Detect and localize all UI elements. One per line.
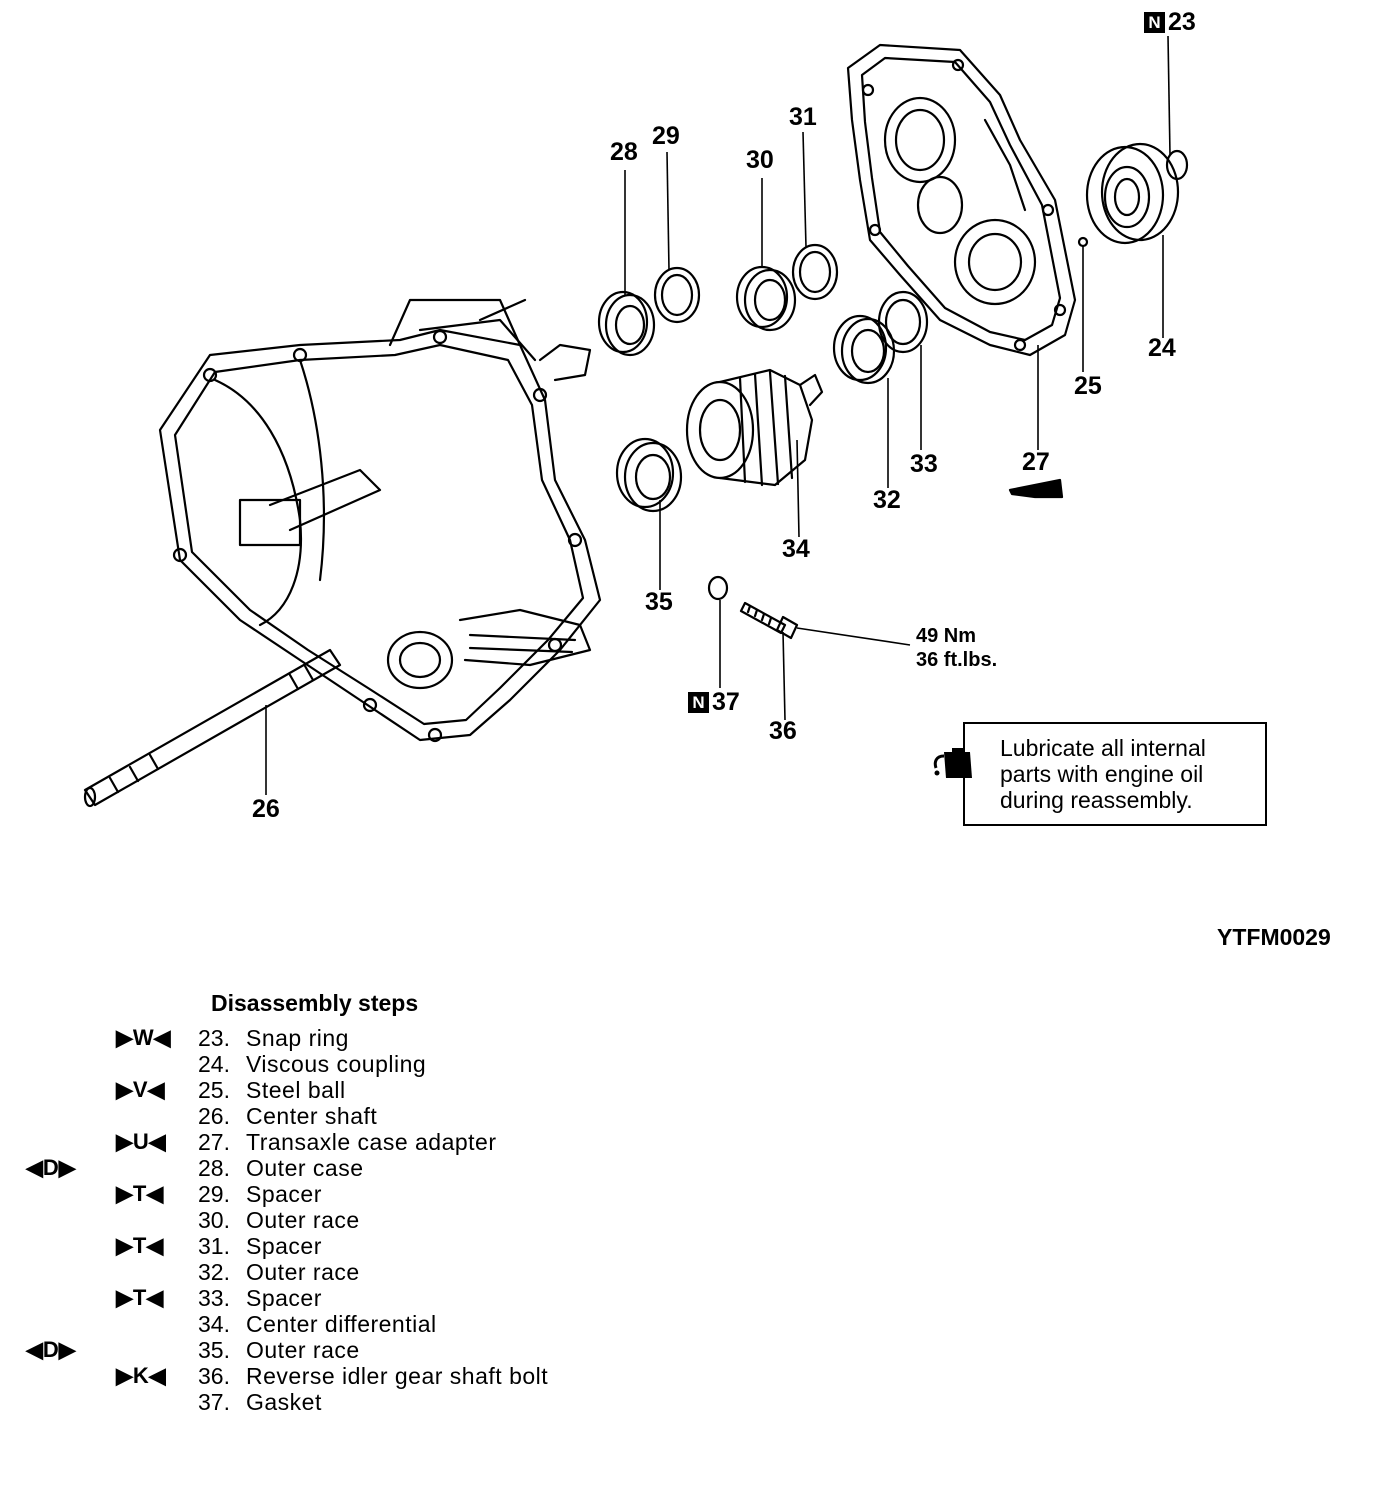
torque-spec: 49 Nm 36 ft.lbs. [916,624,997,672]
new-part-badge: N [688,692,709,713]
step-item: 26. Center shaft [0,1103,700,1129]
new-part-badge: N [1144,12,1165,33]
callout-26: 26 [252,795,280,823]
step-item: ◀D▶ 28. Outer case [0,1155,700,1181]
center-differential-drawing [685,368,824,487]
step-number: 31. [198,1233,230,1259]
step-marker-right: ▶K◀ [116,1363,166,1388]
exploded-view-diagram [83,35,1189,808]
sealant-tube-icon [1008,478,1064,499]
viscous-coupling-drawing [1085,142,1180,245]
center-shaft-drawing [83,648,342,808]
step-name: Viscous coupling [246,1051,427,1077]
outer-case-drawing [597,290,656,357]
step-marker-left: ◀D▶ [26,1337,76,1362]
lubrication-note-text: Lubricate all internal parts with engine… [1000,735,1206,813]
step-name: Center differential [246,1311,437,1337]
callout-30: 30 [746,146,774,174]
step-name: Transaxle case adapter [246,1129,497,1155]
step-item: ▶K◀ 36. Reverse idler gear shaft bolt [0,1363,700,1389]
step-number: 24. [198,1051,230,1077]
step-name: Gasket [246,1389,322,1415]
step-marker-right: ▶T◀ [116,1285,164,1310]
step-item: ▶U◀ 27. Transaxle case adapter [0,1129,700,1155]
step-name: Outer race [246,1207,360,1233]
callout-35: 35 [645,588,673,616]
step-marker-right: ▶T◀ [116,1181,164,1206]
steps-list: ▶W◀ 23. Snap ring 24. Viscous coupling ▶V◀ 25.… [0,1025,700,1415]
step-item: 24. Viscous coupling [0,1051,700,1077]
step-number: 32. [198,1259,230,1285]
steps-title: Disassembly steps [211,990,419,1016]
step-item: ▶T◀ 33. Spacer [0,1285,700,1311]
torque-nm: 49 Nm [916,625,977,647]
gasket-drawing [707,575,729,601]
outer-race-30-drawing [735,265,797,332]
step-number: 33. [198,1285,230,1311]
step-number: 27. [198,1129,230,1155]
snap-ring-drawing [1165,149,1189,181]
step-name: Spacer [246,1233,322,1259]
callout-32: 32 [873,486,901,514]
step-marker-left: ◀D▶ [26,1155,76,1180]
step-name: Outer case [246,1155,364,1181]
figure-code: YTFM0029 [1217,924,1331,950]
callout-28: 28 [610,138,638,166]
step-item: 37. Gasket [0,1389,700,1415]
step-item: 32. Outer race [0,1259,700,1285]
step-number: 23. [198,1025,230,1051]
step-name: Reverse idler gear shaft bolt [246,1363,549,1389]
step-item: ▶T◀ 31. Spacer [0,1233,700,1259]
spacer-31-drawing [791,243,839,301]
callout-25: 25 [1074,372,1102,400]
outer-race-35-drawing [615,437,683,513]
step-item: ◀D▶ 35. Outer race [0,1337,700,1363]
step-number: 29. [198,1181,230,1207]
step-name: Outer race [246,1337,360,1363]
step-item: ▶W◀ 23. Snap ring [0,1025,700,1051]
step-number: 26. [198,1103,230,1129]
callout-29: 29 [652,122,680,150]
step-marker-right: ▶U◀ [116,1129,166,1154]
callout-36: 36 [769,717,797,745]
oil-can-icon [933,748,972,778]
callout-27: 27 [1022,448,1050,476]
callout-33: 33 [910,450,938,478]
step-marker-right: ▶T◀ [116,1233,164,1258]
step-marker-right: ▶V◀ [116,1077,165,1102]
step-number: 28. [198,1155,230,1181]
step-item: 30. Outer race [0,1207,700,1233]
step-number: 37. [198,1389,230,1415]
step-number: 36. [198,1363,230,1389]
step-name: Steel ball [246,1077,346,1103]
step-item: 34. Center differential [0,1311,700,1337]
spacer-33-drawing [877,290,929,354]
callout-24: 24 [1148,334,1176,362]
steel-ball-drawing [1077,236,1089,248]
transaxle-case-adapter-drawing [846,43,1077,357]
step-number: 35. [198,1337,230,1363]
torque-ftlbs: 36 ft.lbs. [916,649,998,671]
step-name: Center shaft [246,1103,378,1129]
step-item: ▶T◀ 29. Spacer [0,1181,700,1207]
step-number: 30. [198,1207,230,1233]
bolt-drawing [739,601,799,640]
step-number: 25. [198,1077,230,1103]
step-number: 34. [198,1311,230,1337]
outer-race-32-drawing [832,314,896,385]
step-name: Outer race [246,1259,360,1285]
step-name: Spacer [246,1285,322,1311]
spacer-29-drawing [653,266,701,324]
transaxle-housing-drawing [158,298,602,743]
callout-34: 34 [782,535,810,563]
step-item: ▶V◀ 25. Steel ball [0,1077,700,1103]
callout-31: 31 [789,103,817,131]
step-marker-right: ▶W◀ [116,1025,171,1050]
step-name: Snap ring [246,1025,349,1051]
step-name: Spacer [246,1181,322,1207]
